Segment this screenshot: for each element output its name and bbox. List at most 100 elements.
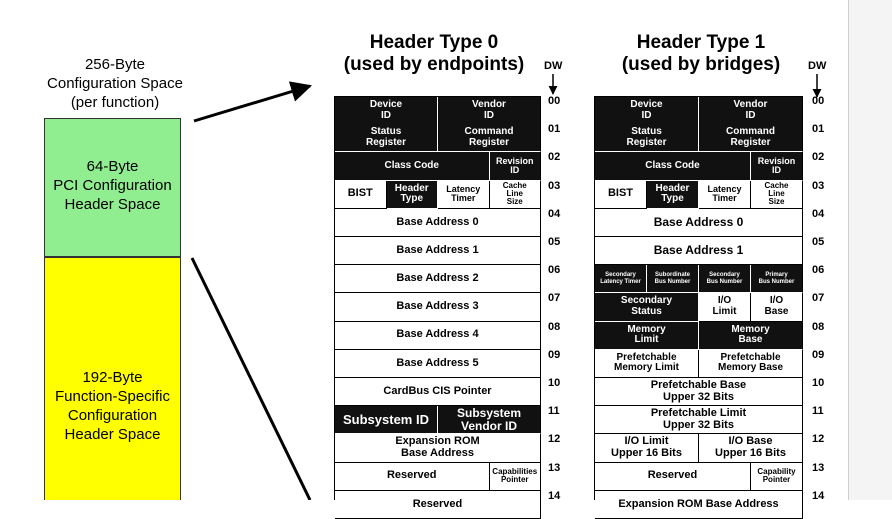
dw-number: 04 [812, 207, 825, 220]
header-type1-title-line: Header Type 1 [636, 32, 766, 53]
register-field-text: Secondary [709, 272, 740, 279]
register-field-text: Cache [502, 180, 527, 190]
register-field-text: Reserved [412, 497, 463, 510]
dw-number: 12 [548, 433, 561, 446]
function-specific-space-line: Function-Specific [54, 388, 171, 405]
function-specific-space-line: Header Space [64, 426, 161, 443]
pci-header-space-line: 64-Byte [86, 158, 139, 175]
register-field-text: Line [768, 188, 785, 198]
register-field-text: Subordinate [654, 272, 690, 279]
dw-number: 13 [548, 461, 561, 474]
register-field-text: Header [655, 182, 690, 194]
header-type0-title-line: Header Type 0 [369, 32, 499, 53]
register-field: Base Address 2 [335, 265, 541, 294]
dw-number: 05 [548, 236, 561, 248]
register-field-text: Status [370, 126, 402, 138]
dw-number: 01 [548, 123, 561, 136]
dw-number: 14 [812, 489, 825, 502]
header-type1-title-line: (used by bridges) [621, 54, 781, 75]
register-field-text: Cache [764, 180, 789, 190]
register-field-text: Memory [731, 323, 770, 335]
register-field: Base Address 0 [335, 208, 541, 237]
register-field-text: Register [365, 136, 406, 148]
register-field-text: Secondary [605, 272, 636, 279]
register-field-text: Memory [627, 323, 666, 335]
register-field-text: Base Address 4 [396, 328, 479, 341]
register-row: CardBus CIS Pointer [335, 378, 541, 407]
dw-label-type0: DW [544, 60, 563, 72]
register-field: Base Address 1 [335, 237, 541, 266]
register-field-text: Base Address 1 [396, 243, 479, 256]
register-field-text: Expansion ROM Base Address [618, 497, 779, 510]
register-field-text: Size [506, 197, 523, 207]
dw-number: 12 [812, 433, 825, 446]
register-field-text: Expansion ROM [395, 435, 480, 448]
register-field-text: Prefetchable Base [650, 379, 747, 392]
register-field-text: Pointer [500, 475, 529, 485]
dw-number: 06 [812, 264, 825, 277]
register-field: Class Code [595, 152, 751, 181]
dw-number: 10 [548, 377, 561, 389]
register-field: Base Address 5 [335, 349, 541, 378]
register-field-text: ID [641, 109, 652, 121]
register-field-text: Size [768, 197, 785, 207]
header-type0-title-line: (used by endpoints) [343, 54, 525, 75]
dw-number: 01 [812, 123, 825, 136]
register-field-text: Vendor [733, 99, 768, 111]
register-row: Base Address 2 [335, 265, 541, 294]
register-field-text: Upper 16 Bits [611, 446, 682, 459]
dw-number: 08 [812, 320, 825, 333]
pci-header-space-line: PCI Configuration [53, 177, 172, 194]
register-field-text: Bus Number [654, 278, 691, 285]
register-field-text: ID [510, 164, 520, 175]
register-field-text: Timer [712, 193, 737, 204]
register-field-text: ID [745, 109, 756, 121]
register-field: Base Address 0 [595, 208, 803, 237]
register-field-text: Pointer [762, 475, 791, 485]
register-field: BIST [595, 180, 647, 209]
register-field-text: Device [369, 99, 403, 111]
register-row: Base Address 0 [595, 208, 803, 237]
pci-header-space-block: 64-Byte PCI Configuration Header Space [44, 118, 181, 257]
register-field-text: Capabilities [492, 466, 538, 476]
register-field-text: Base Address 3 [396, 300, 479, 313]
register-field-text: Base Address 0 [653, 215, 744, 230]
register-field-text: Latency Timer [600, 278, 641, 285]
register-field-text: ID [381, 109, 391, 121]
register-row: Base Address 0 [335, 208, 541, 237]
register-field-text: Type [661, 193, 684, 205]
dw-number: 03 [548, 179, 561, 192]
dw-number: 07 [548, 292, 561, 305]
register-field-text: Base [764, 305, 789, 317]
register-field-text: Upper 32 Bits [663, 390, 734, 403]
config-space-title-line: Configuration Space [47, 75, 183, 92]
register-field-text: ID [484, 109, 494, 121]
function-specific-space-line: Configuration [67, 407, 158, 424]
register-field-text: Type [400, 193, 424, 205]
dw-number: 00 [548, 95, 561, 107]
register-field-text: Limit [712, 305, 737, 317]
dw-number: 09 [548, 348, 561, 361]
register-field-text: Base Address [401, 446, 474, 459]
